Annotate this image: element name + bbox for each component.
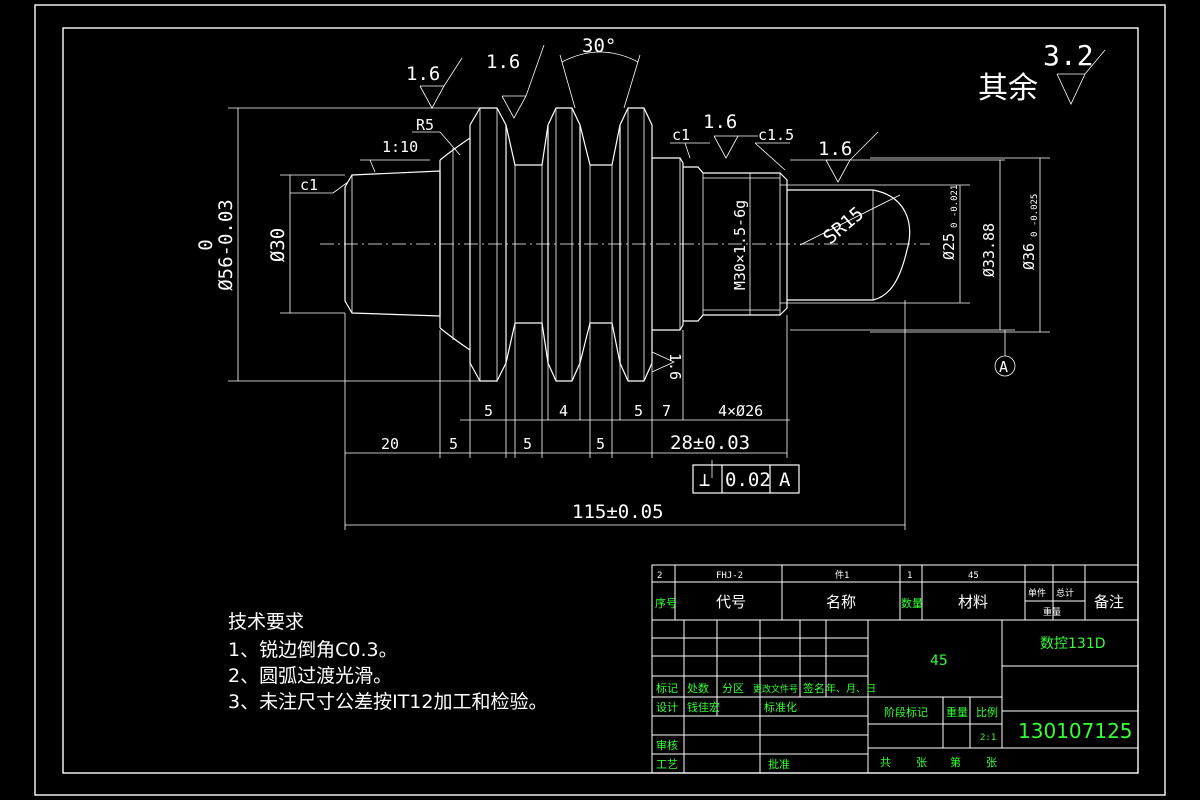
roughness-1: 1.6 bbox=[406, 63, 440, 85]
row-process: 工艺 bbox=[656, 758, 678, 771]
roughness-3: 1.6 bbox=[703, 111, 737, 133]
len-28: 28±0.03 bbox=[670, 432, 750, 454]
hdr-remark: 备注 bbox=[1094, 593, 1124, 611]
row-designer: 钱佳宏 bbox=[687, 700, 720, 714]
hdr-total: 总计 bbox=[1056, 587, 1074, 599]
hdr-no: 序号 bbox=[655, 596, 677, 610]
len-5b: 5 bbox=[634, 402, 643, 420]
rev-zone: 分区 bbox=[722, 682, 744, 695]
sheet-unit-1: 张 bbox=[916, 756, 927, 769]
tolerance-frame: ⊥ 0.02 A bbox=[692, 464, 800, 494]
roughness-symbols bbox=[419, 44, 1106, 373]
stage-scale: 比例 bbox=[976, 705, 998, 719]
hdr-material: 材料 bbox=[958, 593, 988, 611]
hdr-code: 代号 bbox=[716, 593, 746, 611]
dia-56-upper: 0 bbox=[195, 239, 217, 250]
tol-symbol: ⊥ bbox=[699, 469, 710, 491]
bom-name: 件1 bbox=[835, 569, 849, 581]
sphere-label: SR15 bbox=[819, 203, 868, 249]
row-review: 审核 bbox=[656, 738, 678, 752]
len-7: 7 bbox=[662, 402, 671, 420]
taper-label: 1:10 bbox=[382, 138, 418, 156]
rev-count: 处数 bbox=[687, 682, 709, 695]
tech-item-1: 1、锐边倒角C0.3。 bbox=[228, 639, 398, 661]
hdr-weight: 重量 bbox=[1043, 606, 1061, 618]
tol-datum: A bbox=[779, 469, 791, 491]
tech-requirements: 技术要求 1、锐边倒角C0.3。 2、圆弧过渡光滑。 3、未注尺寸公差按IT12… bbox=[228, 611, 547, 713]
row-approve: 批准 bbox=[768, 757, 790, 771]
scale-value: 2:1 bbox=[980, 733, 996, 743]
title-block: 2 FHJ-2 件1 1 45 序号 代号 名称 数量 材料 单件 总计 重量 … bbox=[651, 564, 1139, 774]
dia-30: Ø30 bbox=[267, 228, 289, 262]
stage-mark: 阶段标记 bbox=[884, 705, 928, 719]
sheet-total: 共 bbox=[880, 756, 891, 769]
hdr-name: 名称 bbox=[826, 593, 856, 611]
tech-item-2: 2、圆弧过渡光滑。 bbox=[228, 665, 392, 687]
datum-a: A bbox=[999, 358, 1008, 376]
chamfer-right: c1 bbox=[672, 126, 690, 144]
row-standard: 标准化 bbox=[764, 700, 797, 714]
len-20: 20 bbox=[381, 435, 399, 453]
len-4: 4 bbox=[559, 402, 568, 420]
roughness-5: 1.6 bbox=[666, 353, 684, 380]
len-5e: 5 bbox=[596, 435, 605, 453]
rev-mark: 标记 bbox=[656, 681, 678, 695]
chamfer-right-2: c1.5 bbox=[758, 126, 794, 144]
chamfer-left: c1 bbox=[300, 176, 318, 194]
dia-25-tol: 0 -0.021 bbox=[950, 185, 960, 228]
dia-36-tol: 0 -0.025 bbox=[1030, 194, 1040, 237]
bom-no: 2 bbox=[657, 571, 662, 581]
part-name: 数控131D bbox=[1040, 636, 1106, 652]
tech-item-3: 3、未注尺寸公差按IT12加工和检验。 bbox=[228, 691, 547, 713]
dia-3388: Ø33.88 bbox=[980, 223, 998, 277]
material-value: 45 bbox=[930, 653, 948, 669]
sheet-no: 第 bbox=[950, 755, 961, 769]
stage-weight: 重量 bbox=[946, 705, 968, 719]
roughness-default-value: 3.2 bbox=[1043, 39, 1094, 72]
holes-label: 4×Ø26 bbox=[718, 402, 763, 420]
thread-label: M30×1.5-6g bbox=[731, 200, 749, 290]
sheet-unit-2: 张 bbox=[986, 756, 997, 769]
len-115: 115±0.05 bbox=[572, 501, 664, 523]
bom-code: FHJ-2 bbox=[716, 571, 743, 581]
dia-36: Ø36 bbox=[1020, 243, 1038, 270]
drawing-number: 130107125 bbox=[1018, 719, 1133, 743]
len-5c: 5 bbox=[449, 435, 458, 453]
inner-border bbox=[62, 27, 1139, 774]
len-5a: 5 bbox=[484, 402, 493, 420]
part-outline bbox=[344, 107, 911, 382]
roughness-2: 1.6 bbox=[486, 51, 520, 73]
hdr-qty: 数量 bbox=[901, 597, 923, 610]
rev-doc: 更改文件号 bbox=[753, 683, 798, 695]
tol-value: 0.02 bbox=[725, 469, 771, 491]
bom-qty: 1 bbox=[907, 571, 912, 581]
dia-56: Ø56-0.03 bbox=[215, 199, 237, 291]
outer-border bbox=[34, 4, 1166, 796]
roughness-4: 1.6 bbox=[818, 138, 852, 160]
hdr-unit: 单件 bbox=[1028, 587, 1046, 599]
dimension-lines bbox=[228, 51, 1050, 530]
len-5d: 5 bbox=[523, 435, 532, 453]
row-design: 设计 bbox=[656, 701, 678, 714]
rev-date: 年、月、日 bbox=[826, 682, 876, 695]
rev-sign: 签名 bbox=[803, 681, 825, 695]
fillet-label: R5 bbox=[416, 116, 434, 134]
roughness-default-label: 其余 bbox=[978, 71, 1038, 106]
tech-title: 技术要求 bbox=[228, 611, 304, 633]
angle-label: 30° bbox=[582, 35, 616, 57]
bom-material: 45 bbox=[968, 571, 979, 581]
dia-25: Ø25 bbox=[940, 233, 958, 260]
